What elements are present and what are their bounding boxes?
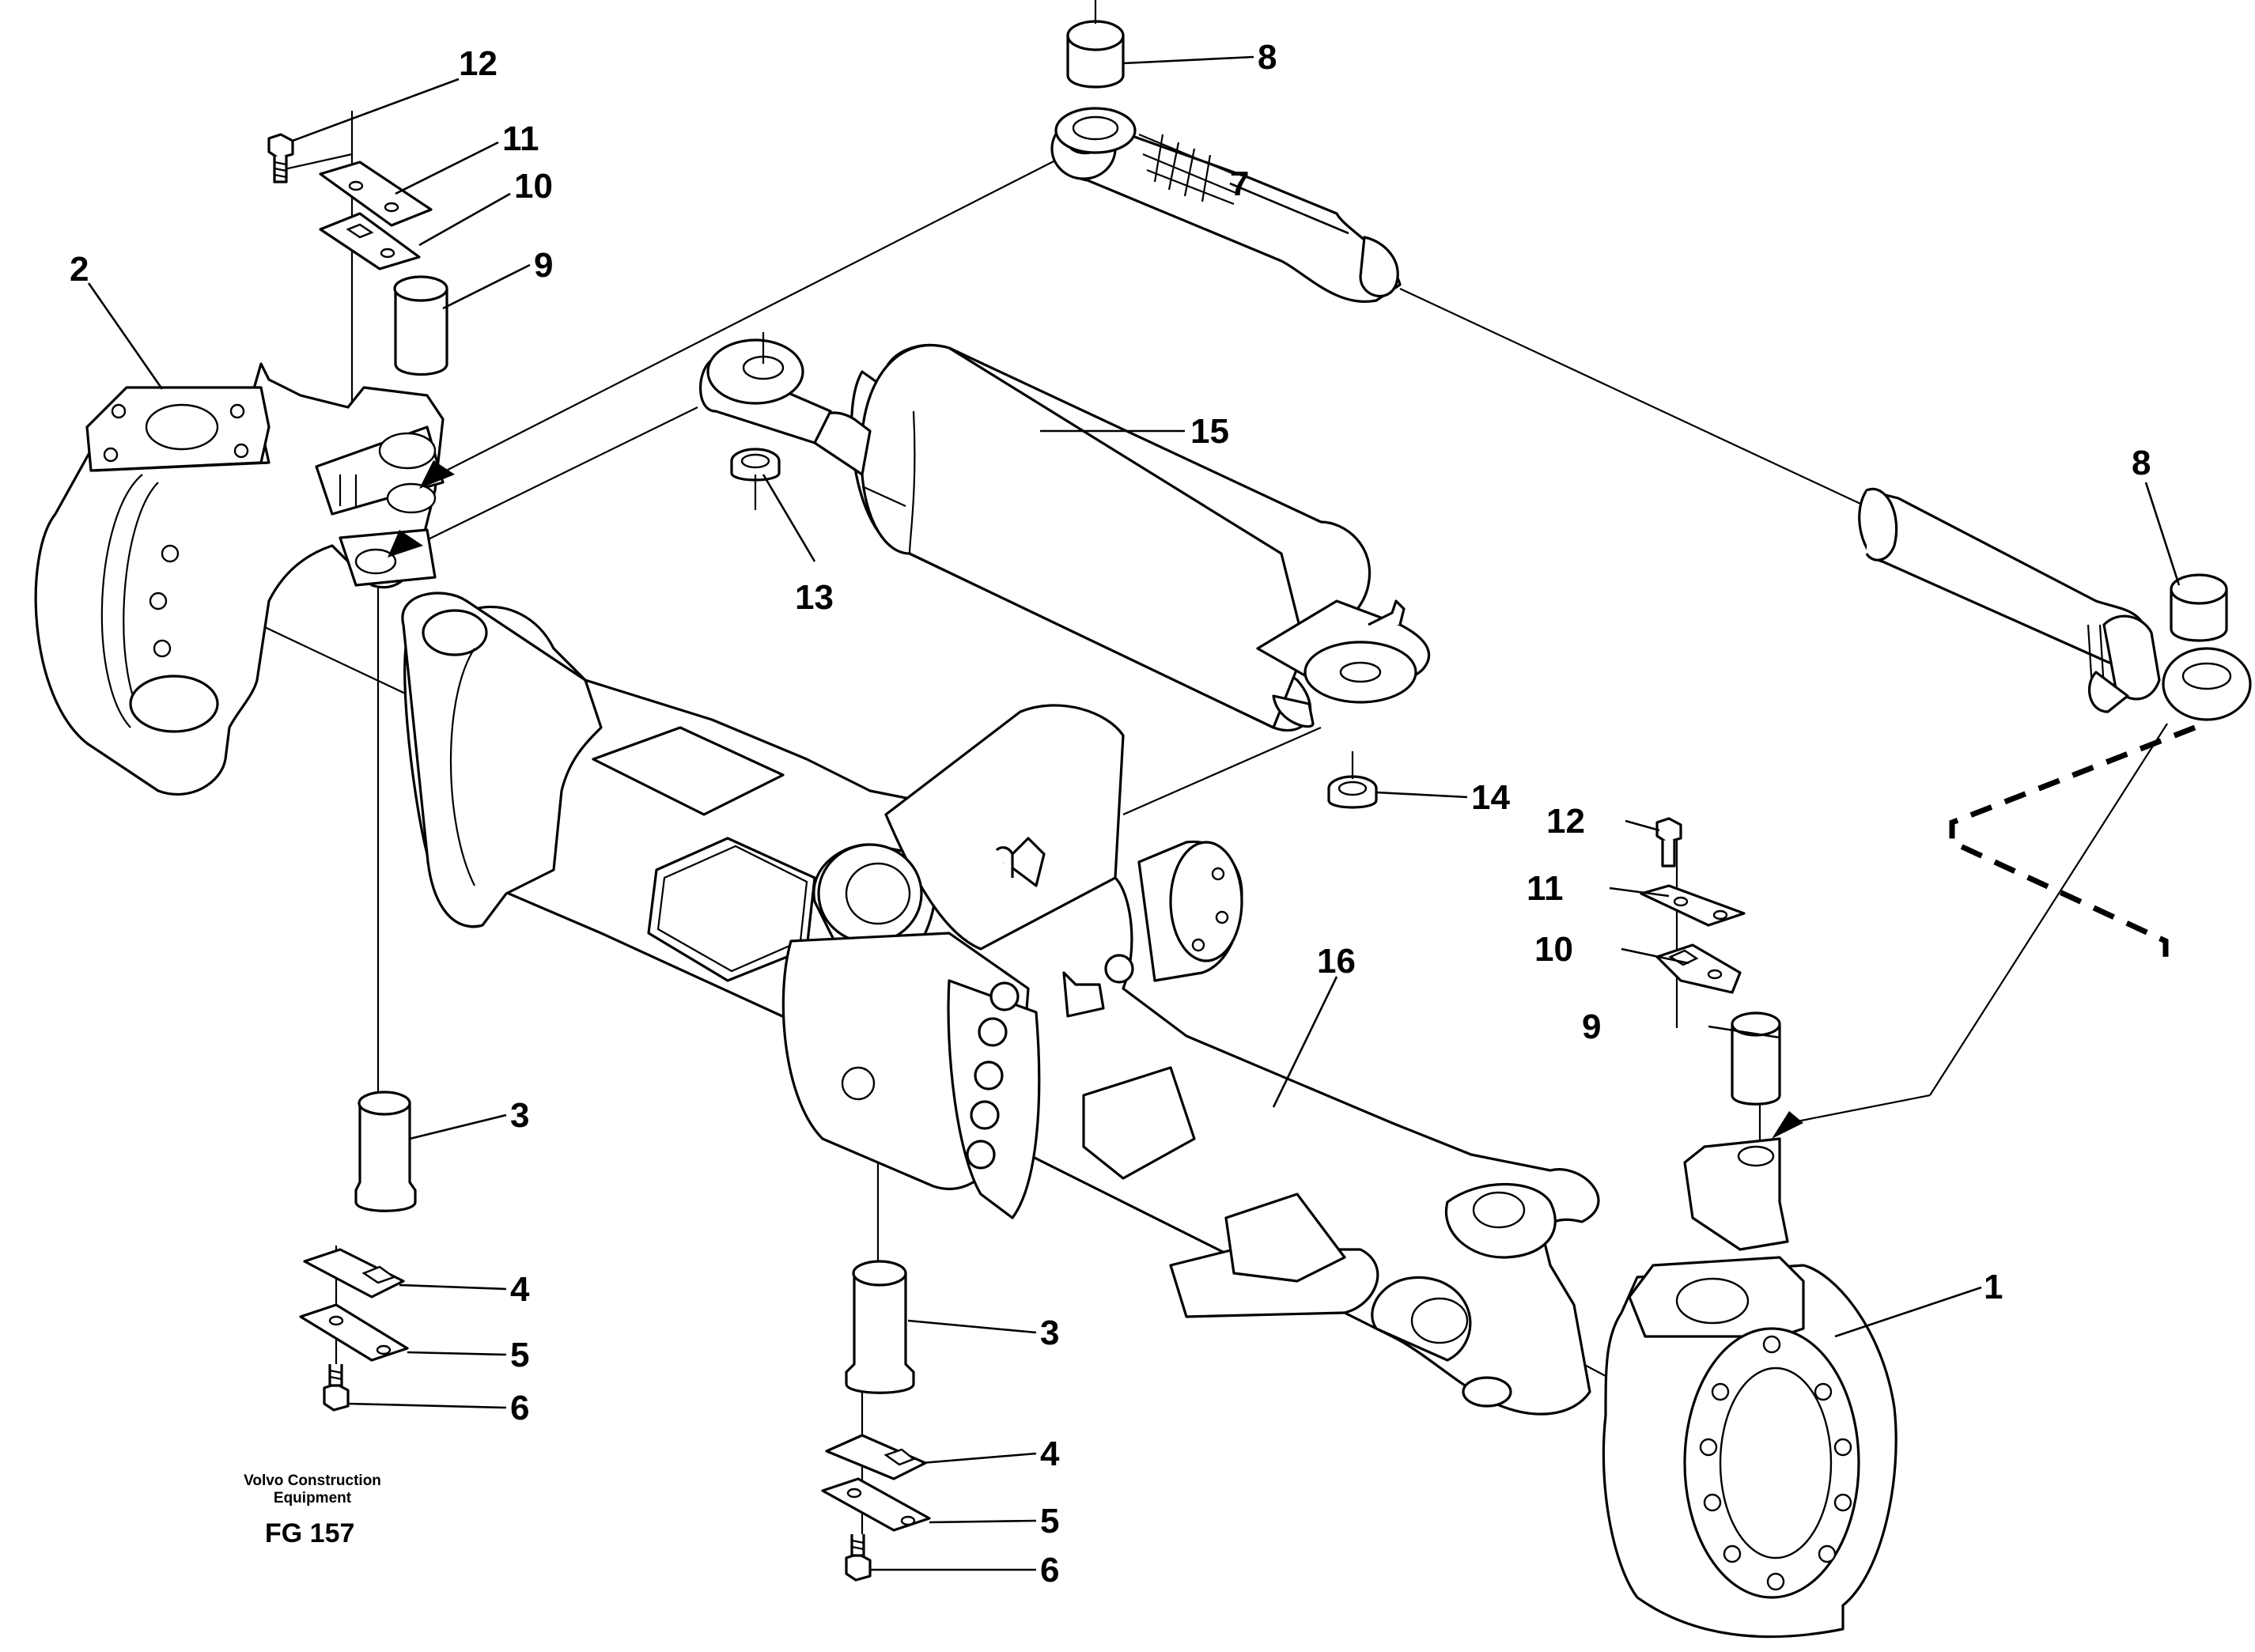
callout-3-left: 3 [510,1096,529,1135]
steering-knuckle-2 [34,362,455,796]
callout-4-left: 4 [510,1270,530,1309]
callout-6-left: 6 [510,1389,529,1427]
callout-5-center: 5 [1040,1502,1059,1540]
callout-numbers: 1 2 3 3 4 4 5 5 6 6 7 8 8 9 9 10 10 11 1… [70,38,2151,1590]
bolt-12-left [267,133,294,183]
callout-4-center: 4 [1040,1435,1060,1473]
pin-3-left [354,1091,417,1212]
callout-11-right: 11 [1527,869,1564,908]
figure-footer: Volvo Construction Equipment FG 157 [244,1472,381,1548]
callout-1: 1 [1984,1268,2003,1306]
callout-5-left: 5 [510,1336,529,1374]
pin-9-right [1731,1011,1781,1106]
callout-9-left: 9 [534,246,553,285]
bolt-6-left [323,1364,350,1412]
brand-line-2: Equipment [274,1490,352,1506]
callout-12-right: 12 [1546,802,1585,841]
spherical-bushing-8-right [2162,573,2252,721]
callout-2: 2 [70,250,89,289]
steering-cylinder-15 [699,332,1431,732]
spherical-bushing-8-upper [1054,0,1137,154]
bushing-13 [730,448,781,510]
callout-12-left: 12 [459,44,498,83]
callout-3-center: 3 [1040,1314,1059,1352]
plates-4-5-center [821,1434,931,1532]
axle-housing-16 [401,592,1600,1416]
callout-10-right: 10 [1534,930,1573,969]
callout-10-left: 10 [514,167,553,206]
bolt-6-center [845,1534,872,1582]
callout-11-left: 11 [502,119,539,158]
figure-code: FG 157 [265,1518,354,1548]
callout-13: 13 [795,578,834,617]
plates-4-5-left [299,1248,409,1362]
callout-8-right: 8 [2132,444,2151,482]
callout-7: 7 [1230,164,1249,203]
steering-knuckle-1 [1602,1094,1931,1639]
pin-3-center [845,1260,915,1394]
bolt-12-right [1655,817,1682,868]
brand-line-1: Volvo Construction [244,1472,381,1489]
callout-8-upper: 8 [1258,38,1277,77]
callout-14: 14 [1471,778,1510,817]
bushing-14 [1327,751,1378,809]
callout-15: 15 [1190,412,1229,451]
plates-10-11-left [319,161,433,270]
callout-16: 16 [1317,942,1356,981]
plates-10-11-right [1640,884,1746,994]
pin-9-left [393,275,448,376]
callout-leaders [87,55,2181,1571]
callout-6-center: 6 [1040,1551,1059,1590]
callout-9-right: 9 [1582,1007,1601,1046]
tie-rod-7-lower-end [1858,487,2161,713]
